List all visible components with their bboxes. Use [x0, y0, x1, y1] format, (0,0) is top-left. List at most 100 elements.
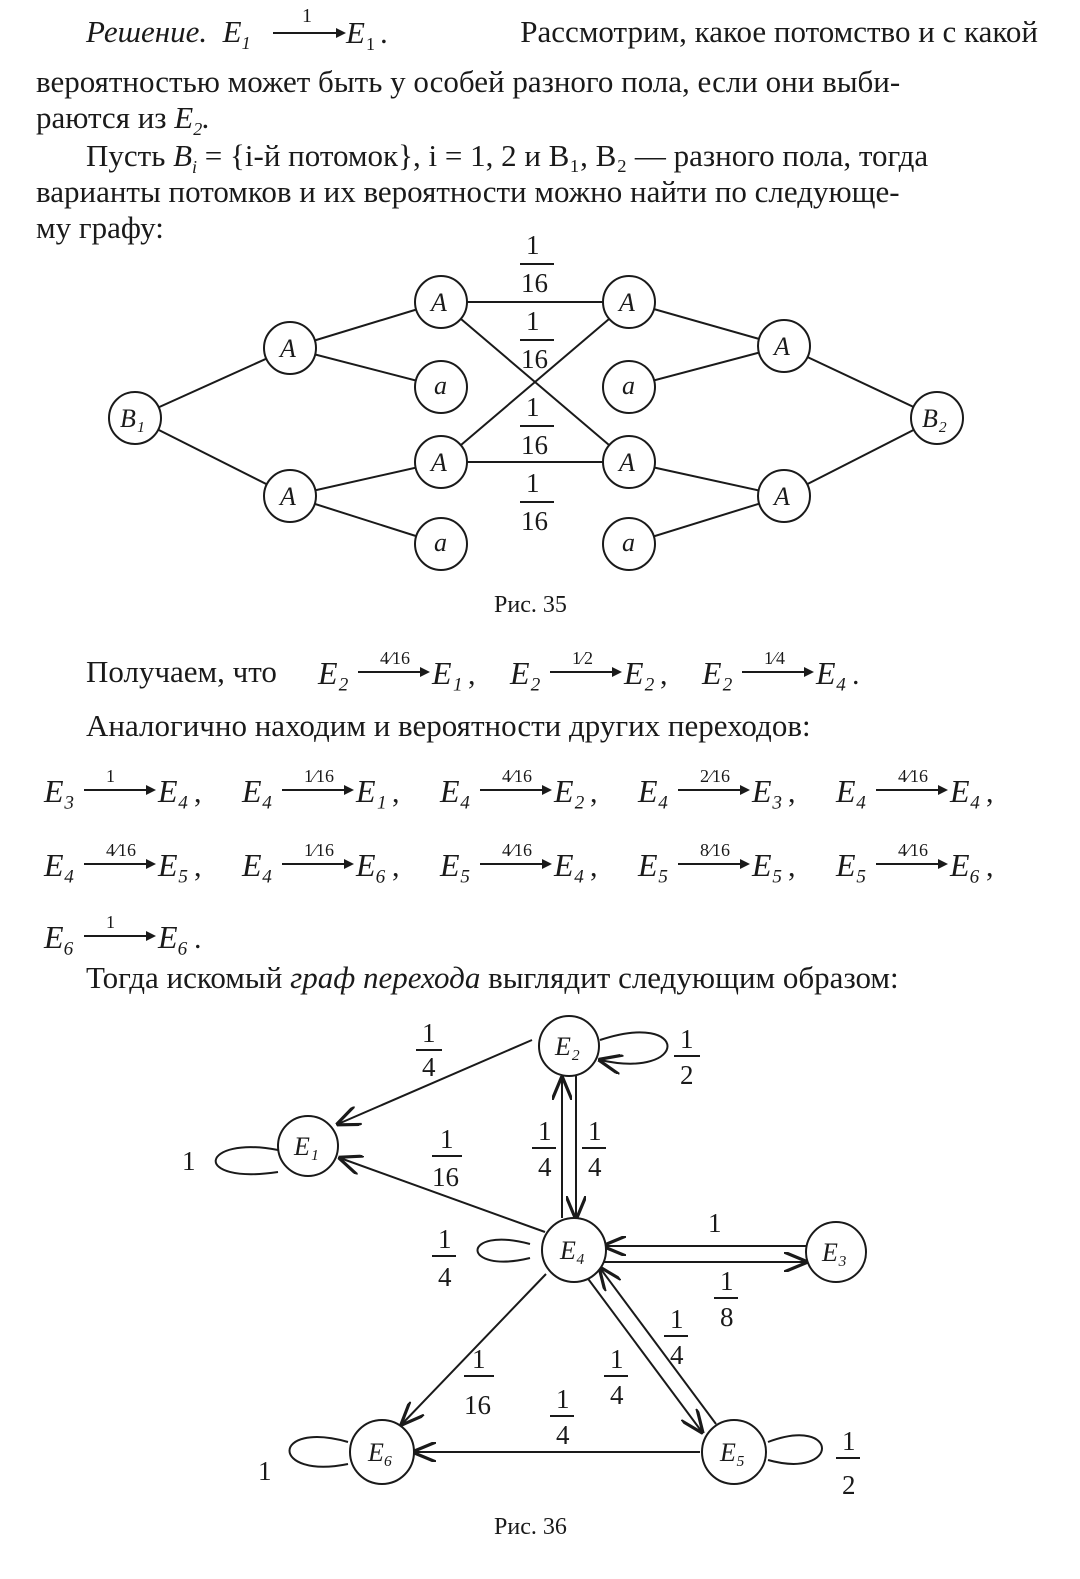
loop-label-e6: 1	[258, 1456, 272, 1486]
node-e2: E₂	[538, 1015, 600, 1077]
svg-text:4: 4	[670, 1340, 684, 1370]
svg-text:16: 16	[521, 430, 548, 460]
transition-sep: ,	[590, 850, 598, 883]
node-A: A	[263, 469, 317, 523]
transition-to: E₅	[751, 847, 783, 883]
svg-text:1: 1	[538, 1116, 552, 1146]
transition-from: E₂	[701, 655, 733, 691]
fraction-label: 116	[464, 1344, 494, 1420]
transition-prob: 8⁄16	[700, 840, 730, 860]
svg-text:2: 2	[680, 1060, 694, 1090]
transition-to: E₁	[355, 773, 387, 809]
node-A: A	[757, 469, 811, 523]
svg-text:1: 1	[720, 1266, 734, 1296]
transition-sep: ,	[660, 658, 668, 691]
svg-text:1: 1	[610, 1344, 624, 1374]
node-e4: E₄	[541, 1217, 607, 1283]
svg-text:a: a	[622, 371, 635, 400]
transition-from: E₂	[509, 655, 541, 691]
transition-from: E₄	[835, 773, 867, 809]
solution-line-rest: Рассмотрим, какое потомство и с какой	[520, 14, 1038, 49]
graph-intro-suffix: выглядит следующим образом:	[488, 960, 899, 995]
node-A: A	[263, 321, 317, 375]
transition-to: E₆	[355, 847, 387, 883]
intro-line3: раются из E2.	[36, 100, 210, 140]
node-a: a	[602, 517, 656, 571]
svg-text:8: 8	[720, 1302, 734, 1332]
svg-text:B₁: B₁	[120, 404, 145, 433]
svg-text:16: 16	[521, 268, 548, 298]
transition-to: E₄	[949, 773, 981, 809]
node-e1: E₁	[277, 1115, 339, 1177]
transition-from: E₄	[439, 773, 471, 809]
formula-e1-e1: E1	[222, 14, 251, 54]
node-e3: E₃	[805, 1221, 867, 1283]
svg-text:1: 1	[680, 1024, 694, 1054]
transition-prob: 1⁄16	[304, 766, 334, 786]
svg-text:E₄: E₄	[559, 1236, 585, 1265]
svg-text:1: 1	[526, 230, 540, 260]
fraction-label: 1 16	[520, 230, 554, 298]
transition-sep: .	[852, 658, 860, 691]
transition-from: E₅	[835, 847, 867, 883]
fig36-nodes: E₁ E₂ E₃ E₄ E₅ E₆	[277, 1015, 867, 1485]
fraction-label: 1 16	[520, 306, 554, 374]
transition-from: E₄	[241, 847, 273, 883]
fig35-nodes: B₁ A A A a A a A a A a A A B₂	[108, 275, 964, 571]
svg-text:A: A	[617, 448, 635, 477]
svg-text:A: A	[772, 482, 790, 511]
intro-line2: вероятностью может быть у особей разного…	[36, 64, 901, 99]
transition-from: E₃	[43, 773, 75, 809]
svg-text:B₂: B₂	[922, 404, 947, 433]
fraction-label: 14	[664, 1304, 688, 1370]
transition-sep: ,	[986, 776, 994, 809]
fig36-labels: 14 12 116 14 14 14 1 18 14 14 116 14 12 …	[182, 1018, 860, 1500]
transition-to: E₃	[751, 773, 783, 809]
transition-to: E₂	[553, 773, 585, 809]
solution-label: Решение.	[86, 14, 208, 49]
transition-prob: 4⁄16	[898, 766, 928, 786]
transition-sep: ,	[788, 850, 796, 883]
figure-35-caption: Рис. 35	[494, 592, 567, 618]
transition-from: E₄	[43, 847, 75, 883]
arrow-prob-label: 1	[302, 5, 312, 27]
svg-text:1: 1	[708, 1208, 722, 1238]
svg-text:4: 4	[610, 1380, 624, 1410]
node-b2: B₂	[910, 391, 964, 445]
svg-text:1: 1	[182, 1146, 196, 1176]
transition-from: E₄	[637, 773, 669, 809]
solution-line: Решение. E1	[86, 12, 251, 63]
fraction-label: 18	[714, 1266, 738, 1332]
fraction-label: 12	[836, 1426, 860, 1500]
fig35-edge-labels: 1 16 1 16 1 16 1 16	[520, 230, 554, 536]
transition-from: E₄	[241, 773, 273, 809]
svg-text:E₃: E₃	[821, 1238, 847, 1267]
graph-intro-italic: граф перехода	[290, 960, 481, 995]
analog-line: Аналогично находим и вероятности других …	[86, 708, 811, 743]
transition-sep: ,	[194, 776, 202, 809]
svg-text:a: a	[434, 371, 447, 400]
node-A: A	[414, 275, 468, 329]
fraction-label: 14	[532, 1116, 556, 1182]
transition-to: E₅	[157, 847, 189, 883]
svg-text:1: 1	[526, 468, 540, 498]
figure-36-caption: Рис. 36	[494, 1514, 567, 1540]
fig36-edges	[214, 1031, 823, 1468]
svg-text:a: a	[434, 528, 447, 557]
svg-text:1: 1	[556, 1384, 570, 1414]
transition-to: E₆	[157, 919, 189, 955]
fraction-label: 1 16	[520, 392, 554, 460]
fraction-label: 116	[432, 1124, 462, 1192]
transition-to: E₄	[815, 655, 847, 691]
transition-from: E₂	[317, 655, 349, 691]
transition-to: E₁	[431, 655, 463, 691]
intro-line5: варианты потомков и их вероятности можно…	[36, 174, 900, 209]
transition-sep: ,	[468, 658, 476, 691]
fraction-label: 1 16	[520, 468, 554, 536]
